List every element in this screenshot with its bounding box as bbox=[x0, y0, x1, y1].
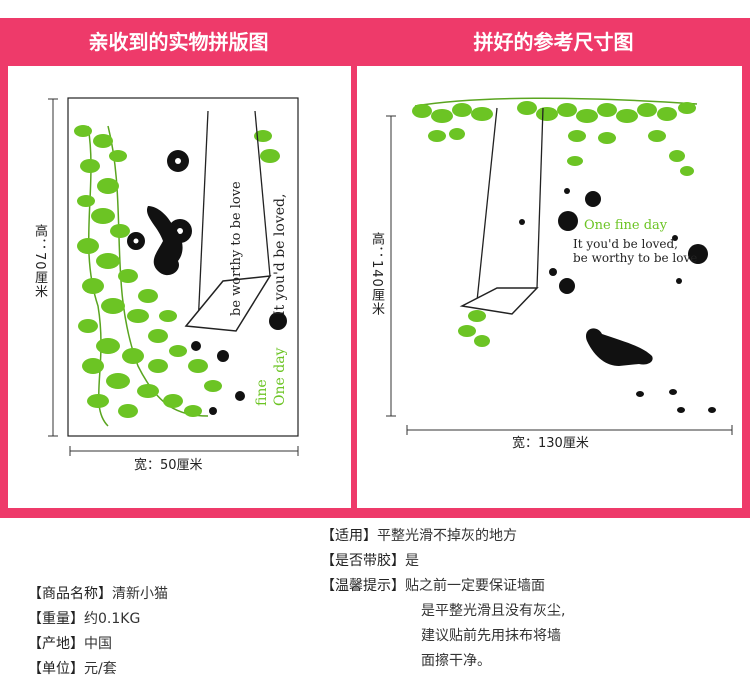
left-panel-title: 亲收到的实物拼版图 bbox=[88, 30, 269, 54]
left-phrase-4: One day bbox=[272, 347, 288, 406]
usage-apply-value: 平整光滑不掉灰的地方 bbox=[377, 528, 517, 544]
right-width-label: 宽：130厘米 bbox=[512, 436, 589, 451]
right-swing-seat bbox=[459, 287, 539, 315]
info-weight-value: 约0.1KG bbox=[84, 611, 141, 627]
usage-glue-value: 是 bbox=[405, 553, 419, 569]
usage-row-apply: 【适用】平整光滑不掉灰的地方 bbox=[321, 526, 565, 546]
vine-leaves bbox=[74, 125, 280, 418]
right-height-label: 高：140厘米 bbox=[369, 232, 384, 316]
info-row-origin: 【产地】中国 bbox=[28, 634, 168, 654]
usage-tip-line-4: 面擦干净。 bbox=[421, 653, 491, 669]
info-row-unit: 【单位】元/套 bbox=[28, 659, 168, 679]
usage-row-glue: 【是否带胶】是 bbox=[321, 551, 565, 571]
product-info: 【商品名称】清新小猫 【重量】约0.1KG 【产地】中国 【单位】元/套 bbox=[28, 584, 168, 679]
top-vine-leaves bbox=[412, 101, 696, 347]
info-unit-label: 【单位】 bbox=[28, 661, 84, 677]
right-flowers bbox=[519, 188, 708, 294]
usage-tip-line-1: 贴之前一定要保证墙面 bbox=[405, 578, 545, 594]
usage-tip-line-3: 建议贴前先用抹布将墙 bbox=[421, 628, 561, 644]
right-panel: One fine day It you'd be loved, be worth… bbox=[357, 66, 742, 508]
left-panel: be worthy to be love It you'd be loved, … bbox=[8, 66, 351, 508]
usage-info: 【适用】平整光滑不掉灰的地方 【是否带胶】是 【温馨提示】贴之前一定要保证墙面 … bbox=[321, 526, 565, 671]
info-name-label: 【商品名称】 bbox=[28, 586, 112, 602]
right-phrase-3: be worthy to be love bbox=[573, 251, 697, 265]
right-panel-title: 拼好的参考尺寸图 bbox=[473, 30, 634, 54]
info-name-value: 清新小猫 bbox=[112, 586, 168, 602]
left-phrase-1: be worthy to be love bbox=[229, 181, 244, 316]
usage-glue-label: 【是否带胶】 bbox=[321, 553, 405, 569]
right-cat-silhouette bbox=[585, 328, 653, 366]
right-phrase-1: One fine day bbox=[584, 218, 668, 233]
usage-apply-label: 【适用】 bbox=[321, 528, 377, 544]
right-phrase-2: It you'd be loved, bbox=[573, 237, 678, 251]
cat-silhouette bbox=[146, 206, 183, 276]
info-unit-value: 元/套 bbox=[84, 661, 117, 677]
usage-tip-label: 【温馨提示】 bbox=[321, 578, 405, 594]
left-sticker-sheet: be worthy to be love It you'd be loved, … bbox=[48, 97, 299, 456]
info-origin-label: 【产地】 bbox=[28, 636, 84, 652]
left-width-label: 宽：50厘米 bbox=[134, 458, 203, 473]
info-row-name: 【商品名称】清新小猫 bbox=[28, 584, 168, 604]
right-reference-scene: One fine day It you'd be loved, be worth… bbox=[386, 97, 733, 435]
left-phrase-3: fine bbox=[254, 379, 270, 406]
left-phrase-2: It you'd be loved, bbox=[272, 194, 288, 316]
usage-row-tip: 【温馨提示】贴之前一定要保证墙面 bbox=[321, 576, 565, 596]
info-weight-label: 【重量】 bbox=[28, 611, 84, 627]
swing-seat bbox=[184, 275, 272, 332]
paw-prints bbox=[636, 389, 716, 413]
left-height-label: 高：70厘米 bbox=[32, 224, 47, 299]
usage-tip-line-2: 是平整光滑且没有灰尘, bbox=[421, 603, 566, 619]
info-origin-value: 中国 bbox=[84, 636, 112, 652]
info-row-weight: 【重量】约0.1KG bbox=[28, 609, 168, 629]
